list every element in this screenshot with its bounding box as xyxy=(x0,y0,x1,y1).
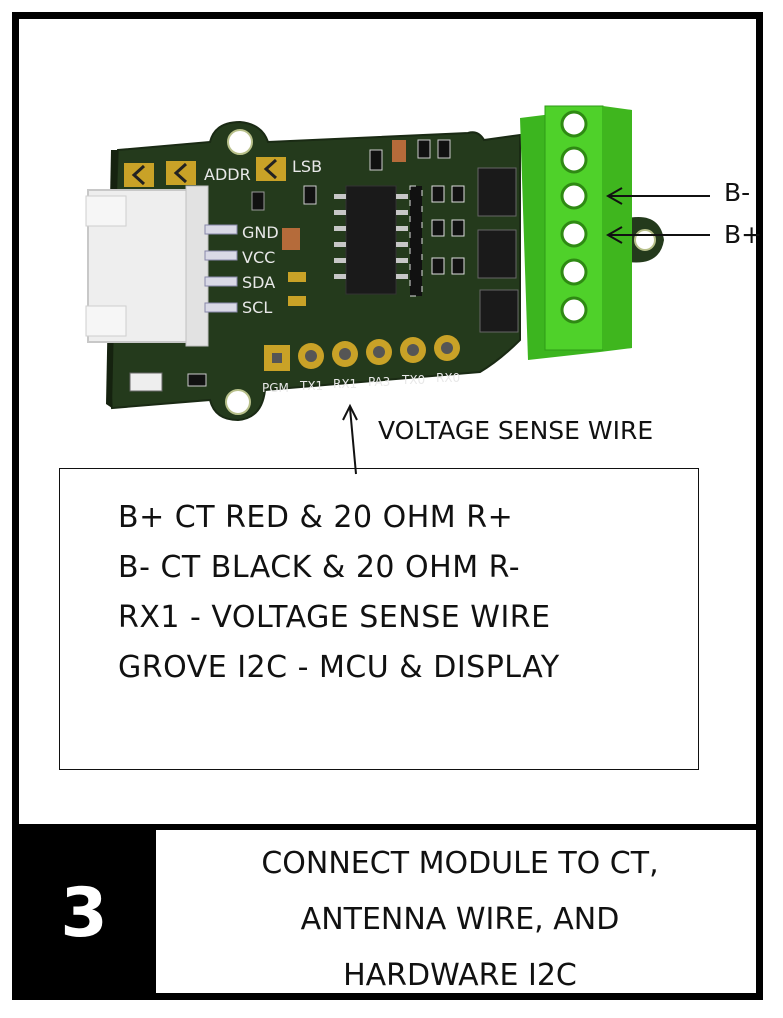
pin-label-gnd: GND xyxy=(242,223,279,242)
notes-box xyxy=(59,468,699,770)
caption-line-1: CONNECT MODULE TO CT, xyxy=(261,846,659,881)
pin-label-scl: SCL xyxy=(242,298,272,317)
addr-label: ADDR xyxy=(204,165,251,184)
header-label-pgm: PGM xyxy=(262,381,289,395)
terminal-screw xyxy=(560,258,588,286)
mounting-hole xyxy=(225,389,251,415)
addr-jumpers xyxy=(124,157,286,187)
caption-line-2: ANTENNA WIRE, AND xyxy=(300,902,620,937)
header-label-tx1: TX1 xyxy=(299,379,323,393)
terminal-screw xyxy=(560,146,588,174)
ic-chip xyxy=(334,185,423,297)
b-plus-arrow xyxy=(605,226,710,244)
terminal-screw xyxy=(560,182,588,210)
mounting-hole xyxy=(227,129,253,155)
terminal-screw xyxy=(560,296,588,324)
note-line-3: RX1 - VOLTAGE SENSE WIRE xyxy=(118,600,551,635)
note-line-2: B- CT BLACK & 20 OHM R- xyxy=(118,550,521,585)
pcb-module-illustration: ADDR LSB GND VCC SDA SCL xyxy=(85,105,710,475)
step-number: 3 xyxy=(60,874,108,953)
pin-label-sda: SDA xyxy=(242,273,275,292)
caption-line-3: HARDWARE I2C xyxy=(343,958,577,993)
smd-components xyxy=(129,139,451,392)
b-minus-arrow xyxy=(605,187,710,205)
b-plus-label: B+ xyxy=(724,220,763,249)
header-label-rx0: RX0 xyxy=(436,371,460,385)
step-caption: CONNECT MODULE TO CT, ANTENNA WIRE, AND … xyxy=(160,836,760,1004)
header-label-tx0: TX0 xyxy=(401,373,425,387)
b-minus-label: B- xyxy=(724,178,751,207)
note-line-4: GROVE I2C - MCU & DISPLAY xyxy=(118,650,560,685)
lsb-label: LSB xyxy=(292,157,322,176)
terminal-screw xyxy=(560,110,588,138)
pin-label-vcc: VCC xyxy=(242,248,275,267)
grove-connector xyxy=(85,185,238,347)
step-number-box: 3 xyxy=(12,827,156,1000)
header-pads xyxy=(264,335,460,371)
voltage-sense-arrow xyxy=(342,403,358,475)
header-label-pa3: PA3 xyxy=(368,375,390,389)
screw-terminal-block xyxy=(520,105,632,360)
note-line-1: B+ CT RED & 20 OHM R+ xyxy=(118,500,514,535)
voltage-sense-label: VOLTAGE SENSE WIRE xyxy=(378,416,654,445)
terminal-screw xyxy=(560,220,588,248)
header-label-rx1: RX1 xyxy=(333,377,357,391)
bottom-bar xyxy=(12,824,763,1000)
power-components xyxy=(477,167,519,333)
